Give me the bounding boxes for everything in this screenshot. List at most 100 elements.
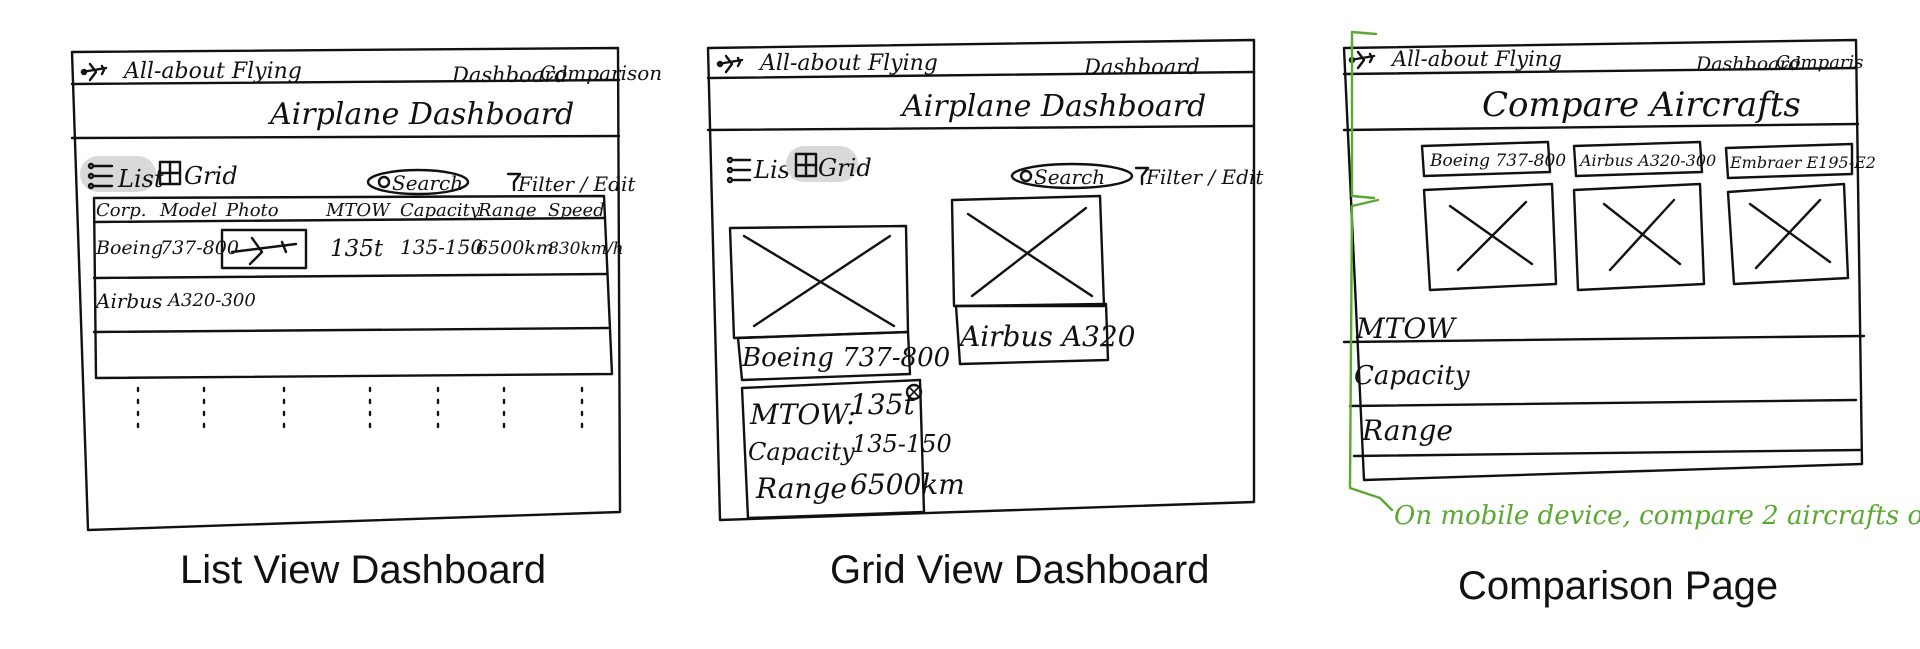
grid-icon — [158, 160, 182, 186]
image-placeholder-icon — [742, 234, 896, 328]
close-icon-x — [909, 387, 919, 397]
grid-title-divider — [706, 124, 1256, 132]
aircraft-selector-label: Embraer E195-E2 — [1729, 153, 1876, 172]
list-toggle[interactable]: List — [117, 165, 164, 193]
aircraft-thumbnail — [220, 228, 308, 270]
compare-header-divider — [1342, 66, 1858, 76]
grid-header-divider — [706, 70, 1256, 80]
detail-label-capacity: Capacity — [748, 438, 855, 466]
grid-icon — [794, 152, 818, 178]
app-name: All-about Flying — [758, 51, 938, 76]
search-icon — [377, 175, 391, 189]
grid-view-wireframe: All-about Flying Dashboard Airplane Dash… — [706, 38, 1264, 522]
metric-divider-1 — [1342, 334, 1866, 344]
more-rows-indicator — [136, 386, 584, 434]
card-caption-frame — [736, 330, 912, 382]
filter-icon — [1134, 166, 1150, 186]
search-icon — [1019, 169, 1033, 183]
cell-model: 737-800 — [160, 237, 239, 259]
card-title: Boeing 737-800 — [741, 343, 950, 373]
table-row[interactable]: Airbus A320-300 — [94, 289, 256, 313]
cell-corp: Airbus — [94, 289, 162, 313]
list-icon — [726, 156, 752, 184]
detail-label-mtow: MTOW: — [749, 398, 856, 431]
page-title: Compare Aircrafts — [1482, 85, 1801, 125]
search-input[interactable] — [1010, 162, 1134, 190]
page-title: Airplane Dashboard — [267, 97, 574, 132]
compare-title-divider — [1342, 122, 1860, 132]
aircraft-image-placeholder — [1422, 182, 1558, 292]
cell-range: 6500km — [476, 237, 554, 259]
column-header-photo: Photo — [225, 200, 279, 221]
nav-dashboard-link[interactable]: Dashboard — [1695, 53, 1801, 75]
metric-divider-2 — [1348, 398, 1858, 408]
image-placeholder-icon — [966, 206, 1094, 298]
aircraft-selector[interactable]: Airbus A320-300 — [1572, 140, 1716, 178]
table-row-divider-2 — [92, 326, 610, 334]
airplane-logo-icon — [716, 54, 744, 74]
aircraft-card[interactable]: Airbus A320 — [950, 194, 1135, 366]
search-placeholder: Search — [392, 171, 463, 195]
app-name: All-about Flying — [1390, 47, 1562, 71]
metric-label-mtow: MTOW — [1355, 312, 1457, 345]
search-placeholder: Search — [1034, 165, 1105, 189]
search-input[interactable] — [366, 168, 470, 196]
column-header-mtow: MTOW — [325, 200, 391, 221]
aircraft-image-placeholder — [1572, 182, 1706, 292]
filter-icon — [506, 172, 522, 192]
metric-label-capacity: Capacity — [1354, 361, 1470, 391]
caption-grid-view: Grid View Dashboard — [830, 548, 1210, 592]
aircraft-selector[interactable]: Boeing 737-800 — [1420, 140, 1566, 178]
cell-capacity: 135-150 — [400, 235, 483, 259]
aircraft-card[interactable]: Boeing 737-800 — [728, 224, 950, 382]
table-row[interactable]: Boeing 737-800 135t 135-150 6500km 830km… — [95, 228, 624, 270]
detail-label-range: Range — [755, 472, 847, 505]
app-name: All-about Flying — [122, 59, 302, 84]
caption-list-view: List View Dashboard — [180, 548, 547, 592]
comparison-wireframe: All-about Flying Dashboard Comparis Comp… — [1342, 30, 1920, 531]
nav-comparison-link[interactable]: Comparis — [1776, 52, 1864, 73]
detail-value-range: 6500km — [850, 468, 965, 501]
cell-speed: 830km/h — [548, 239, 624, 259]
aircraft-selector-label: Boeing 737-800 — [1429, 151, 1566, 171]
aircraft-details-panel: MTOW: 135t Capacity 135-150 Range 6500km — [740, 378, 965, 520]
aircraft-selector[interactable]: Embraer E195-E2 — [1724, 142, 1876, 180]
cell-mtow: 135t — [330, 236, 384, 262]
nav-comparison-link[interactable]: Comparison — [540, 61, 662, 85]
page-title: Airplane Dashboard — [899, 89, 1206, 124]
grid-frame — [706, 38, 1256, 522]
column-header-range: Range — [477, 200, 536, 221]
nav-dashboard-link[interactable]: Dashboard — [1083, 55, 1200, 79]
card-caption-frame — [954, 302, 1110, 366]
compare-frame — [1342, 38, 1864, 482]
details-frame — [740, 378, 926, 520]
detail-value-mtow: 135t — [850, 388, 915, 421]
metric-divider-3 — [1352, 448, 1862, 458]
table-row-divider-1 — [92, 272, 608, 280]
airplane-logo-icon — [1348, 50, 1376, 70]
nav-dashboard-link[interactable]: Dashboard — [451, 63, 568, 87]
list-icon — [87, 162, 114, 190]
list-title-divider — [70, 134, 621, 140]
column-header-corp: Corp. — [96, 200, 146, 221]
card-title: Airbus A320 — [957, 320, 1135, 353]
caption-comparison-page: Comparison Page — [1458, 564, 1779, 608]
list-table-frame — [92, 194, 614, 380]
aircraft-image-placeholder — [1726, 182, 1850, 286]
filter-edit-link[interactable]: Filter / Edit — [1145, 165, 1264, 189]
filter-edit-link[interactable]: Filter / Edit — [517, 172, 636, 196]
grid-toggle[interactable]: Grid — [184, 162, 238, 190]
close-icon[interactable] — [905, 383, 923, 401]
column-header-speed: Speed — [548, 200, 605, 221]
list-frame — [70, 46, 622, 532]
list-header-divider — [70, 78, 621, 86]
table-header-divider — [92, 216, 606, 224]
column-header-model: Model — [159, 200, 217, 221]
cell-corp: Boeing — [95, 237, 163, 259]
metric-label-range: Range — [1361, 414, 1453, 447]
grid-toggle[interactable]: Grid — [818, 154, 872, 182]
detail-value-capacity: 135-150 — [852, 430, 952, 458]
column-header-capacity: Capacity — [400, 200, 481, 221]
mobile-note: On mobile device, compare 2 aircrafts on… — [1394, 501, 1920, 531]
